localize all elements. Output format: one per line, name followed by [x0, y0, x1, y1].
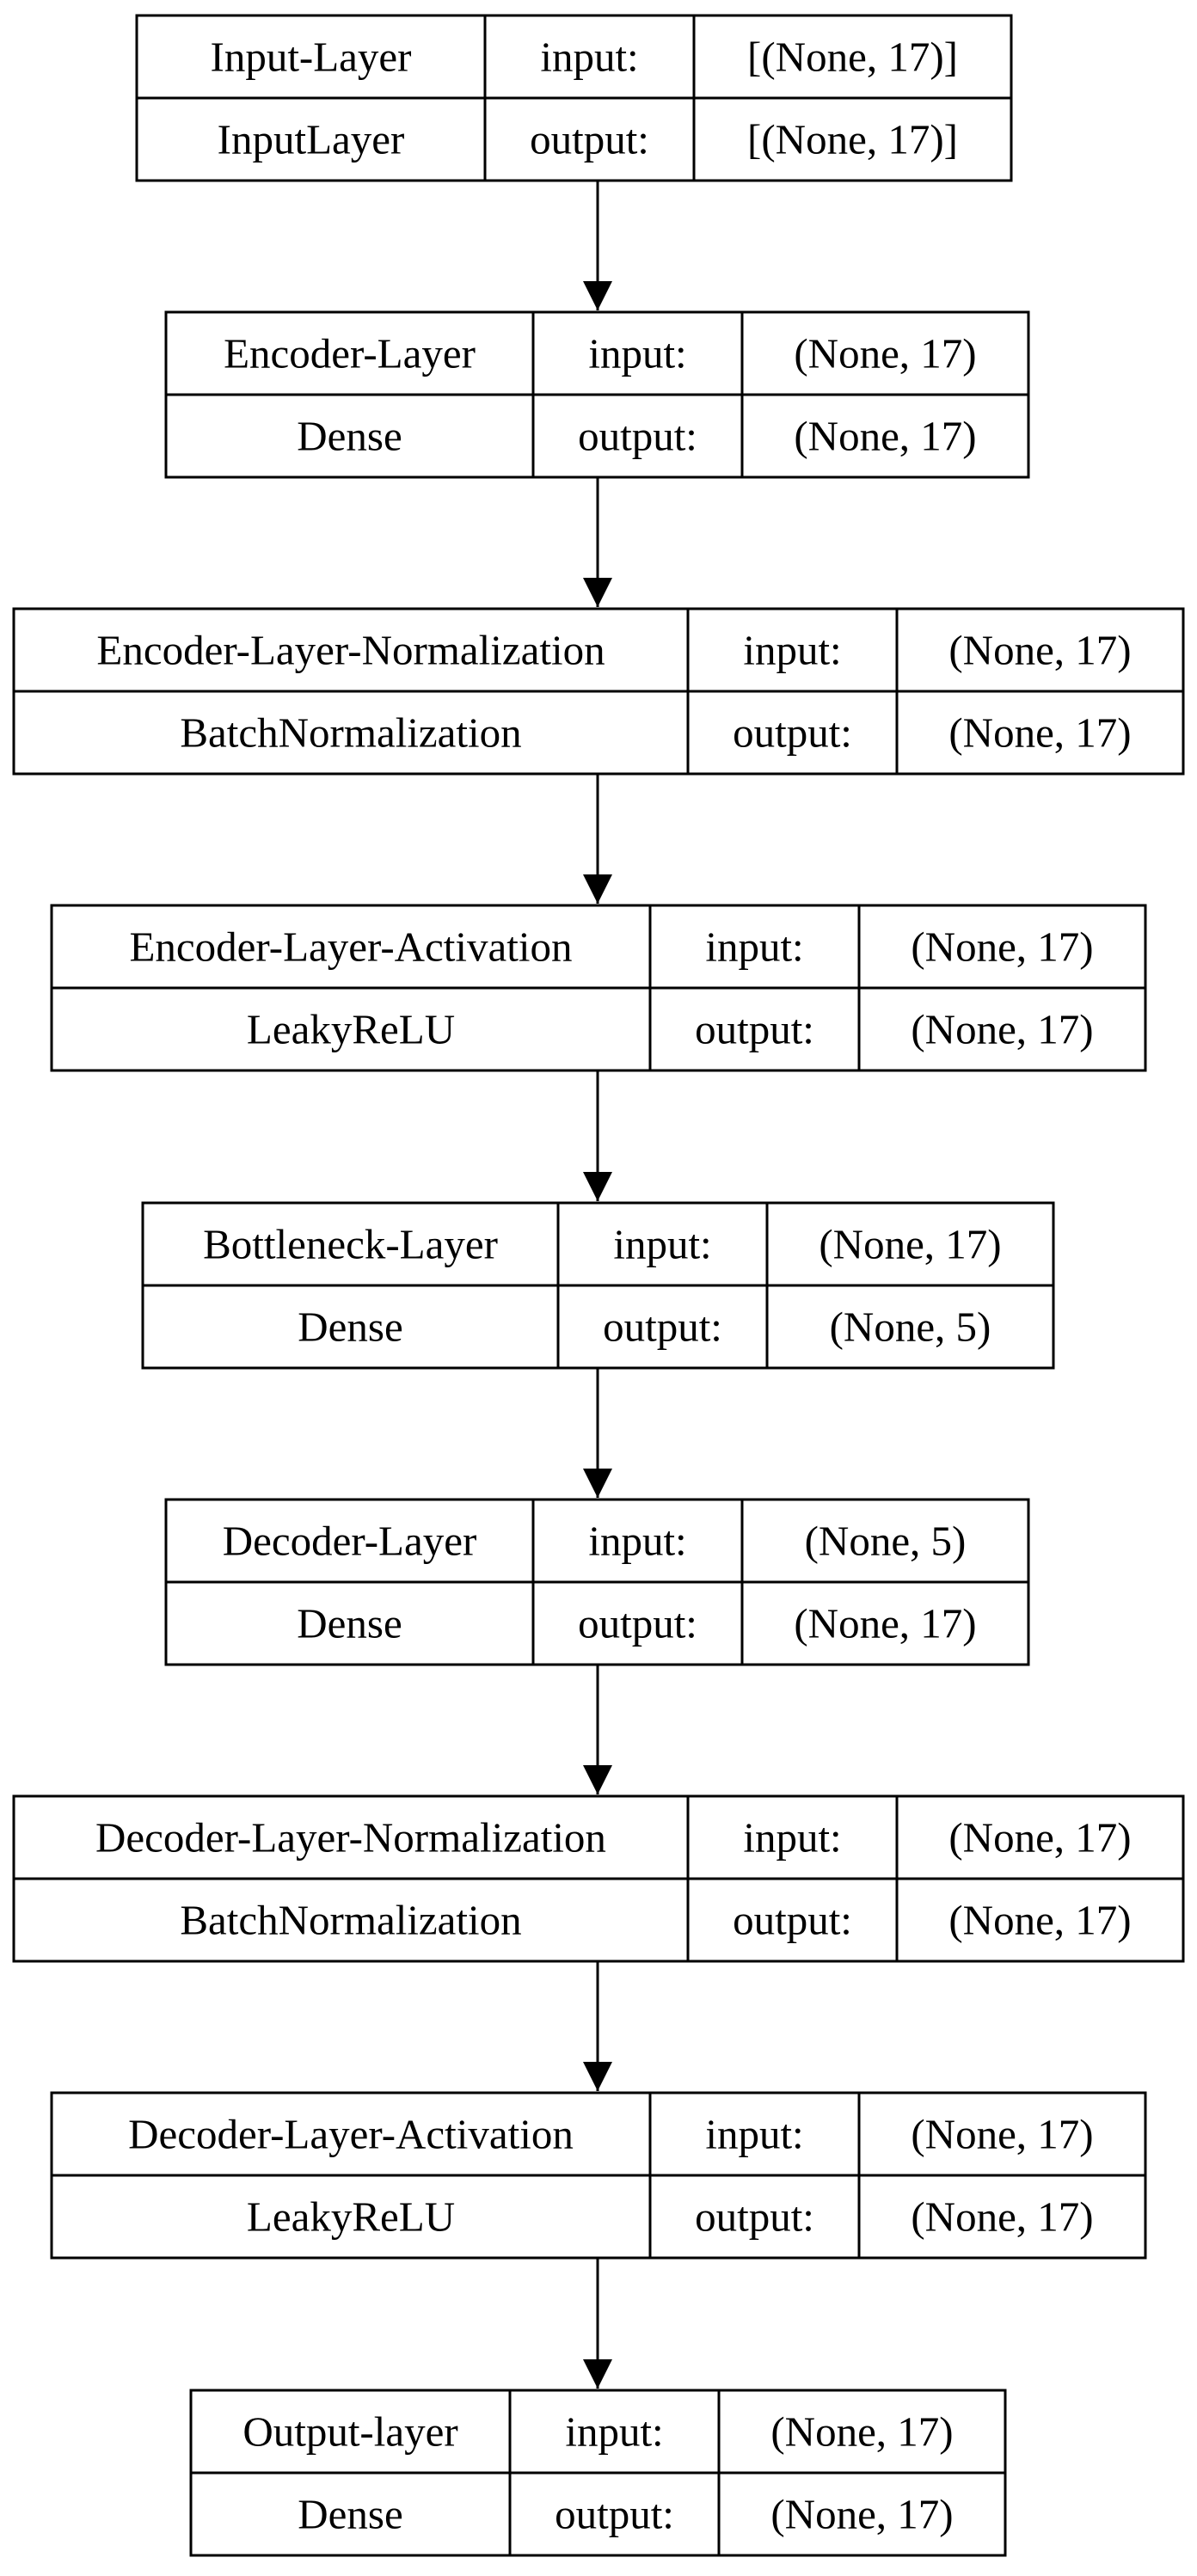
layer-name: Output-layer [242, 2408, 457, 2456]
input-label: input: [705, 923, 803, 971]
layer-node-encoder-norm: Encoder-Layer-NormalizationBatchNormaliz… [12, 607, 1185, 776]
layer-type: Dense [297, 413, 402, 460]
layer-type: Dense [298, 1303, 402, 1351]
output-shape: (None, 17) [948, 709, 1131, 757]
input-shape: (None, 17) [819, 1221, 1001, 1268]
layer-type: LeakyReLU [247, 2193, 455, 2241]
layer-name: Encoder-Layer-Normalization [96, 627, 605, 674]
output-label: output: [578, 413, 697, 460]
input-shape: (None, 17) [911, 923, 1093, 971]
input-shape: (None, 17) [770, 2408, 953, 2456]
output-shape: (None, 17) [794, 413, 976, 460]
input-label: input: [565, 2408, 663, 2456]
output-label: output: [695, 2193, 814, 2241]
output-shape: (None, 17) [770, 2491, 953, 2538]
input-label: input: [705, 2111, 803, 2158]
output-label: output: [578, 1600, 697, 1647]
layer-name: Input-Layer [211, 34, 412, 81]
layer-node-decoder-norm: Decoder-Layer-NormalizationBatchNormaliz… [12, 1794, 1185, 1963]
layer-type: Dense [297, 1600, 402, 1647]
input-shape: (None, 17) [794, 330, 976, 377]
input-label: input: [588, 1518, 686, 1565]
input-shape: (None, 17) [948, 1814, 1131, 1861]
output-label: output: [733, 709, 852, 757]
output-label: output: [733, 1897, 852, 1944]
input-label: input: [743, 627, 841, 674]
output-shape: (None, 17) [911, 2193, 1093, 2241]
input-label: input: [540, 34, 638, 81]
input-shape: (None, 17) [911, 2111, 1093, 2158]
output-shape: (None, 5) [830, 1303, 991, 1351]
layer-name: Encoder-Layer [224, 330, 476, 377]
layer-name: Decoder-Layer [223, 1518, 477, 1565]
output-shape: [(None, 17)] [747, 116, 958, 163]
output-shape: (None, 17) [911, 1006, 1093, 1053]
layer-type: Dense [298, 2491, 402, 2538]
layer-type: BatchNormalization [180, 709, 521, 757]
layer-name: Decoder-Layer-Normalization [95, 1814, 606, 1861]
input-label: input: [613, 1221, 711, 1268]
layer-type: BatchNormalization [180, 1897, 521, 1944]
input-shape: (None, 5) [805, 1518, 967, 1565]
output-label: output: [603, 1303, 722, 1351]
input-label: input: [743, 1814, 841, 1861]
layer-type: LeakyReLU [247, 1006, 455, 1053]
output-shape: (None, 17) [794, 1600, 976, 1647]
output-label: output: [555, 2491, 674, 2538]
output-shape: (None, 17) [948, 1897, 1131, 1944]
output-label: output: [530, 116, 649, 163]
input-shape: [(None, 17)] [747, 34, 958, 81]
output-label: output: [695, 1006, 814, 1053]
layer-name: Encoder-Layer-Activation [129, 923, 572, 971]
layer-type: InputLayer [218, 116, 405, 163]
input-label: input: [588, 330, 686, 377]
layer-name: Decoder-Layer-Activation [128, 2111, 574, 2158]
layer-name: Bottleneck-Layer [203, 1221, 498, 1268]
input-shape: (None, 17) [948, 627, 1131, 674]
